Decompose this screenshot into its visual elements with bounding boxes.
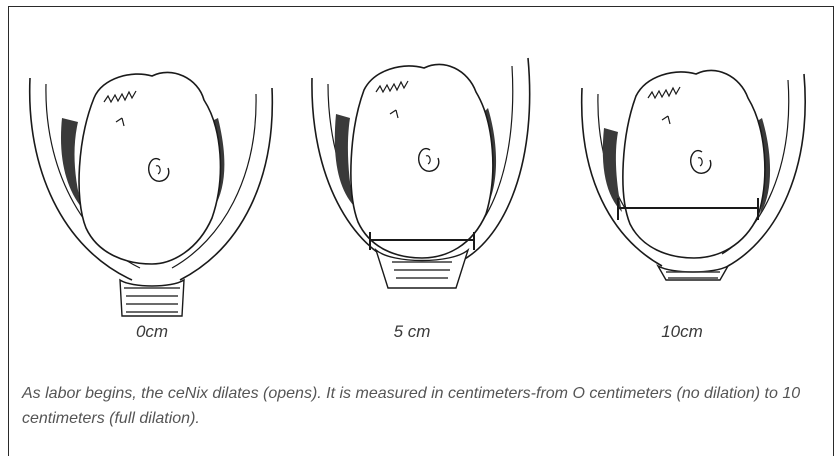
dilation-label-5cm: 5 cm: [352, 322, 472, 342]
dilation-label-10cm: 10cm: [622, 322, 742, 342]
figure-caption: As labor begins, the ceNix dilates (open…: [22, 381, 812, 431]
illustration-5cm: [292, 18, 554, 318]
cervix-10cm-drawing: [562, 18, 824, 318]
illustration-0cm: [22, 18, 284, 318]
cervix-0cm-drawing: [22, 18, 284, 318]
illustration-10cm: [562, 18, 824, 318]
dilation-label-0cm: 0cm: [92, 322, 212, 342]
cervix-5cm-drawing: [292, 18, 554, 318]
